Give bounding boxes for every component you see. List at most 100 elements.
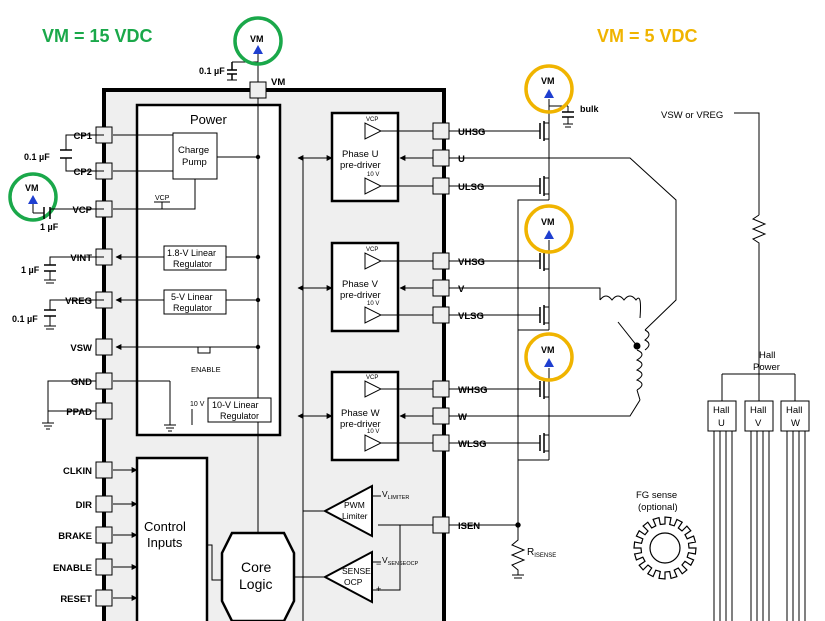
charge-pump-block xyxy=(172,132,218,180)
vm-supply-top-label: VM xyxy=(250,34,264,44)
fg-sense-line1: FG sense xyxy=(636,490,677,501)
sense-ocp xyxy=(322,550,373,604)
cp-cap-wire xyxy=(65,134,104,150)
driver-vcp-label: VCP xyxy=(366,247,378,253)
coil-w-end xyxy=(636,389,641,401)
v-senseocp-label: VSENSEOCP xyxy=(382,555,419,567)
vm-arrow-icon xyxy=(544,89,554,98)
coil-v-end xyxy=(617,321,638,347)
driver-high-tri xyxy=(364,380,383,398)
driver-10v-label: 10 V xyxy=(367,301,379,307)
pin-enable xyxy=(95,558,113,576)
pin-label-ulsg: ULSG xyxy=(458,182,484,193)
driver-low-tri xyxy=(364,177,383,195)
v-limiter-sub: LIMITER xyxy=(388,495,410,501)
driver-10v-label: 10 V xyxy=(367,172,379,178)
pin-brake xyxy=(95,526,113,544)
vm-arrow-icon xyxy=(544,358,554,367)
vm-supply-circle-w xyxy=(524,332,574,382)
enable-inner-label: ENABLE xyxy=(191,365,221,374)
pwm-line1: PWM xyxy=(344,500,365,510)
vm-supply-circles-right: VM VM VM xyxy=(524,64,574,382)
pin-wlsg xyxy=(432,434,450,452)
vm-supply-circle-left xyxy=(8,172,58,222)
sense-line1: SENSE xyxy=(342,566,371,576)
reg10-line2: Regulator xyxy=(220,411,259,421)
hall-label: Hall xyxy=(713,405,729,416)
charge-pump-line2: Pump xyxy=(182,157,207,168)
pin-w xyxy=(432,407,450,425)
vsw-switch xyxy=(197,346,211,354)
phase-u-line1: Phase U xyxy=(342,149,379,160)
pin-label-ppad: PPAD xyxy=(66,407,92,418)
reg10-out-label: 10 V xyxy=(190,401,205,408)
ground-symbol xyxy=(42,411,54,430)
coil-u xyxy=(644,329,650,351)
vm-supply-left-label: VM xyxy=(25,183,39,193)
pin-label-vcp: VCP xyxy=(72,205,92,216)
core-line1: Core xyxy=(241,559,272,575)
pin-label-vreg: VREG xyxy=(65,296,92,307)
cap-vint-label: 1 µF xyxy=(21,265,40,275)
driver-low-tri xyxy=(364,306,383,324)
driver-high-tri xyxy=(364,252,383,270)
cap-cp-label: 0.1 µF xyxy=(24,152,50,162)
cap-vm-label: 0.1 µF xyxy=(199,66,225,76)
hall-sensor-w xyxy=(780,400,810,432)
pin-label-vhsg: VHSG xyxy=(458,257,485,268)
reg10-block xyxy=(207,397,272,423)
pullup-resistor xyxy=(751,214,767,374)
hall-label-sub: V xyxy=(755,418,762,429)
reg5-line1: 5-V Linear xyxy=(171,292,213,302)
pin-label-clkin: CLKIN xyxy=(63,466,92,477)
sense-line2: OCP xyxy=(344,577,363,587)
vm-supply-u-label: VM xyxy=(541,76,555,86)
cap-vm-symbol xyxy=(227,62,237,81)
vm-arrow-icon xyxy=(253,45,263,54)
fg-sense-line2: (optional) xyxy=(638,502,678,513)
vsw-wire xyxy=(734,112,760,215)
pin-vm-top xyxy=(249,81,267,99)
rsense-main: R xyxy=(527,547,534,558)
ocp-minus: − xyxy=(376,559,381,569)
vcp-inner-label: VCP xyxy=(155,195,170,202)
vm-supply-circle-v xyxy=(524,204,574,254)
vm-arrow-icon xyxy=(28,195,38,204)
control-to-core xyxy=(207,544,222,581)
pin-label-vint: VINT xyxy=(70,253,92,264)
pin-label-dir: DIR xyxy=(76,500,93,511)
coil-v xyxy=(599,295,641,319)
rsense-resistor xyxy=(510,480,526,575)
cp-cap-wire2 xyxy=(65,158,104,172)
phase-w-line2: pre-driver xyxy=(340,419,381,430)
hall-label: Hall xyxy=(786,405,802,416)
control-line2: Inputs xyxy=(147,535,183,550)
pin-label-isen: ISEN xyxy=(458,521,480,532)
pin-label-whsg: WHSG xyxy=(458,385,488,396)
bulk-label: bulk xyxy=(580,104,599,114)
isen-to-comparators xyxy=(372,525,401,591)
pin-label-cp1: CP1 xyxy=(74,131,93,142)
pin-vlsg xyxy=(432,306,450,324)
core-line2: Logic xyxy=(239,576,272,592)
vint-cap-wire xyxy=(49,256,104,265)
ocp-plus: + xyxy=(376,584,381,594)
driver-vcp-label: VCP xyxy=(366,375,378,381)
phase-u-line2: pre-driver xyxy=(340,160,381,171)
junction xyxy=(255,154,261,160)
pin-label-vsw: VSW xyxy=(70,343,92,354)
gear-outline xyxy=(633,516,697,580)
reg5-line2: Regulator xyxy=(173,303,212,313)
control-inputs-block xyxy=(135,456,209,621)
core-logic-block xyxy=(220,531,296,621)
pin-label-enable: ENABLE xyxy=(53,563,92,574)
pin-label-u: U xyxy=(458,154,465,165)
pin-whsg xyxy=(432,380,450,398)
driver-high-tri xyxy=(364,122,383,140)
phase-u-wire xyxy=(449,157,677,331)
reg10-line1: 10-V Linear xyxy=(212,400,259,410)
pin-reset xyxy=(95,589,113,607)
cap-cp-symbol xyxy=(60,149,72,159)
